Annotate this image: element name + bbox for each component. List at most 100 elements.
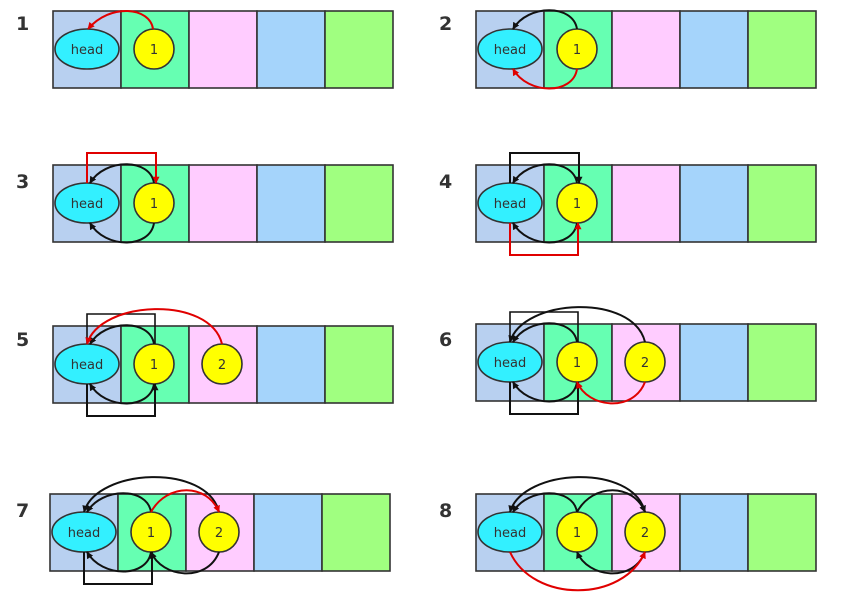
link-arrow	[512, 163, 578, 184]
link-arrow	[89, 383, 155, 405]
svg-text:2: 2	[641, 526, 649, 541]
list-node: 1	[556, 511, 598, 553]
svg-text:head: head	[71, 197, 103, 212]
memory-cell	[188, 10, 258, 89]
step-4: 4 head 1	[439, 152, 817, 256]
memory-cell	[321, 493, 391, 572]
svg-text:1: 1	[150, 358, 158, 373]
link-arrow	[509, 381, 582, 415]
svg-text:2: 2	[215, 526, 223, 541]
memory-cell	[611, 164, 681, 243]
svg-text:1: 1	[150, 197, 158, 212]
step-number: 1	[16, 13, 29, 35]
step-number: 8	[439, 500, 452, 522]
step-2: 2 head 1	[439, 9, 817, 90]
head-node: head	[477, 182, 543, 224]
memory-cell	[747, 10, 817, 89]
list-node: 1	[556, 28, 598, 70]
list-node: 1	[133, 28, 175, 70]
svg-text:head: head	[71, 358, 103, 373]
svg-text:1: 1	[573, 197, 581, 212]
svg-text:2: 2	[218, 358, 226, 373]
svg-text:1: 1	[150, 43, 158, 58]
link-arrow	[150, 489, 220, 513]
head-node: head	[477, 341, 543, 383]
memory-cell	[747, 323, 817, 402]
link-arrow	[512, 222, 578, 244]
step-7: 7 head 1 2	[16, 476, 391, 585]
memory-cell	[256, 325, 326, 404]
head-node: head	[51, 511, 117, 553]
step-3: 3 head 1	[16, 152, 394, 244]
list-node: 1	[133, 343, 175, 385]
list-node: 2	[198, 511, 240, 553]
step-number: 4	[439, 171, 452, 193]
svg-text:head: head	[71, 43, 103, 58]
link-arrow	[509, 222, 582, 256]
link-arrow	[509, 152, 583, 184]
link-arrow	[86, 152, 160, 184]
svg-text:head: head	[68, 526, 100, 541]
link-arrow	[512, 381, 578, 403]
memory-cell	[679, 10, 749, 89]
memory-cell	[679, 164, 749, 243]
list-node: 1	[133, 182, 175, 224]
head-node: head	[54, 182, 120, 224]
memory-cell	[679, 323, 749, 402]
memory-cell	[253, 493, 323, 572]
svg-text:1: 1	[573, 356, 581, 371]
link-arrow	[576, 489, 646, 513]
link-arrow	[82, 476, 220, 513]
link-arrow	[508, 306, 646, 343]
memory-cell	[611, 10, 681, 89]
memory-cells	[52, 10, 394, 89]
link-arrow	[86, 383, 159, 417]
step-number: 6	[439, 329, 452, 351]
memory-cell	[747, 493, 817, 572]
link-arrow	[89, 324, 155, 345]
step-6: 6 head 1 2	[439, 306, 817, 415]
head-node: head	[54, 28, 120, 70]
svg-text:head: head	[494, 197, 526, 212]
memory-cell	[324, 325, 394, 404]
memory-cell	[256, 164, 326, 243]
list-node: 2	[201, 343, 243, 385]
head-node: head	[477, 511, 543, 553]
link-arrow	[89, 163, 155, 184]
head-node: head	[54, 343, 120, 385]
svg-text:2: 2	[641, 356, 649, 371]
link-arrow	[512, 492, 578, 513]
link-arrow	[86, 551, 152, 573]
memory-cells	[475, 323, 817, 402]
link-arrow	[512, 9, 578, 30]
svg-text:head: head	[494, 526, 526, 541]
link-arrow	[89, 222, 155, 244]
step-8: 8 head 1 2	[439, 476, 817, 592]
link-arrow	[508, 476, 646, 513]
svg-text:head: head	[494, 43, 526, 58]
memory-cell	[679, 493, 749, 572]
step-number: 2	[439, 13, 452, 35]
list-node: 2	[624, 341, 666, 383]
link-arrow	[576, 381, 646, 405]
memory-cell	[188, 164, 258, 243]
link-arrow	[86, 492, 152, 513]
memory-cell	[747, 164, 817, 243]
list-node: 1	[556, 182, 598, 224]
svg-text:head: head	[494, 356, 526, 371]
list-node: 2	[624, 511, 666, 553]
memory-cell	[324, 10, 394, 89]
link-arrow	[512, 322, 578, 343]
step-number: 5	[16, 329, 29, 351]
link-arrow	[83, 551, 156, 585]
link-arrow	[512, 68, 578, 90]
list-node: 1	[556, 341, 598, 383]
memory-cell	[256, 10, 326, 89]
memory-cells	[475, 493, 817, 572]
svg-text:1: 1	[573, 43, 581, 58]
step-5: 5 head 1 2	[16, 308, 394, 417]
memory-cell	[324, 164, 394, 243]
svg-text:1: 1	[573, 526, 581, 541]
list-node: 1	[130, 511, 172, 553]
